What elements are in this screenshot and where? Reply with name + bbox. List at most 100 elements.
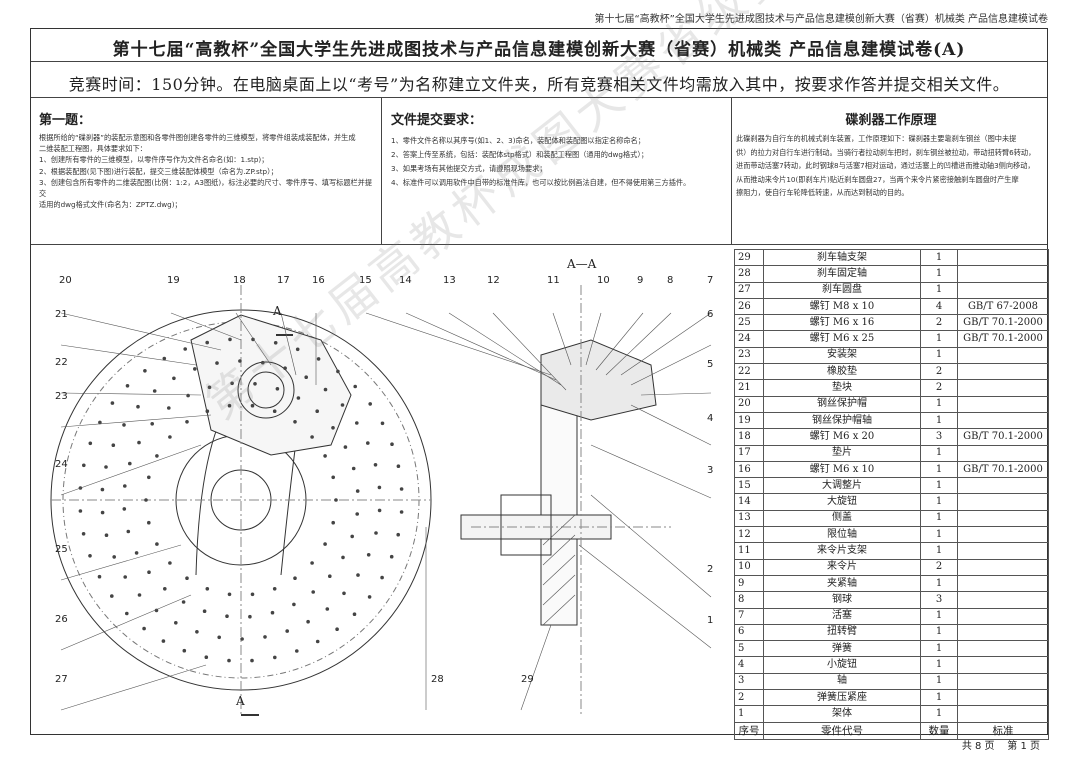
table-cell: 小旋钮 [763, 656, 921, 674]
table-cell: 20 [734, 395, 764, 413]
disc-hole [325, 607, 330, 611]
callout-14: 14 [399, 275, 412, 286]
disc-hole [238, 359, 242, 363]
task-line: 3、创建包含所有零件的二维装配图(比例：1:2，A3图纸)，标注必要的尺寸、零件… [39, 177, 373, 199]
disc-hole [396, 464, 401, 468]
task-line: 1、创建所有零件的三维模型，以零件序号作为文件名命名(如：1.stp)； [39, 155, 269, 165]
column-divider [381, 97, 382, 244]
disc-hole [128, 461, 132, 466]
disc-hole [380, 421, 385, 426]
table-cell: 刹车固定轴 [763, 265, 921, 283]
table-header-cell: 标准 [957, 721, 1049, 740]
disc-hole [304, 375, 309, 379]
table-cell: 螺钉 M6 x 10 [763, 460, 921, 479]
table-cell [957, 444, 1049, 462]
table-cell: 6 [734, 623, 764, 642]
table-cell: 12 [734, 526, 764, 544]
principle-line: 进而带动活塞7转动，此时钢球8与活塞7相对运动，通过活塞上的凹槽进而推动轴3侧向… [736, 161, 1035, 170]
disc-hole [343, 445, 348, 449]
disc-hole [104, 533, 109, 537]
submit-line: 4、标准件可以调用软件中自带的标准件库，也可以按比例画法自建，但不得使用第三方插… [391, 178, 691, 187]
callout-28: 28 [431, 674, 444, 685]
task-line: 根据所给的“碟刹器”的装配示意图和各零件图创建各零件的三维模型，将零件组装成装配… [39, 133, 356, 142]
disc-hole [396, 532, 401, 537]
callout-17: 17 [277, 275, 290, 286]
table-cell [957, 558, 1049, 576]
table-cell [957, 672, 1049, 691]
disc-hole [168, 435, 172, 439]
table-cell: 钢丝保护帽轴 [763, 411, 921, 430]
table-cell: 1 [920, 444, 958, 462]
table-cell [957, 248, 1049, 267]
disc-hole [283, 366, 287, 370]
task-line: 2、根据装配图(见下图)进行装配，提交三维装配体模型（命名为.ZP.stp）； [39, 166, 278, 176]
table-cell: 2 [920, 314, 958, 332]
table-cell: 1 [920, 542, 958, 560]
disc-hole [227, 658, 231, 663]
disc-hole [81, 532, 86, 536]
principle-line: 擦阻力，使自行车轮降低转速，从而达到制动的目的。 [736, 188, 909, 197]
disc-hole [147, 520, 151, 525]
disc-hole [123, 575, 127, 579]
submit-line: 2、答案上传至系统，包括：装配体stp格式）和装配工程图（通用的dwg格式）； [391, 150, 649, 159]
table-cell: 1 [920, 411, 958, 430]
disc-hole [227, 592, 232, 597]
disc-hole [155, 542, 159, 546]
disc-hole [263, 635, 267, 639]
page-footer: 共 8 页 第 1 页 [962, 737, 1040, 752]
table-cell: 垫块 [763, 379, 921, 397]
principle-line: 此碟刹器为自行车的机械式刹车装置，工作原理如下：碟刹器主要靠刹车钢丝（图中未提 [736, 134, 1017, 143]
disc-hole [104, 465, 108, 469]
divider [31, 244, 1047, 245]
disc-hole [111, 443, 116, 447]
section-principle: 碟刹器工作原理 此碟刹器为自行车的机械式刹车装置，工作原理如下：碟刹器主要靠刹车… [736, 109, 1046, 200]
disc-hole [168, 561, 172, 565]
drawing-sheet: 第十七届“高教杯”全国大学生先进成图技术与产品信息建模创新大赛（省赛）机械类 产… [30, 28, 1049, 740]
disc-hole [240, 637, 244, 641]
disc-hole [88, 441, 93, 446]
table-cell: 安装架 [763, 346, 921, 365]
disc-hole [351, 466, 356, 471]
table-cell: 1 [920, 493, 958, 511]
disc-hole [293, 420, 297, 424]
table-cell: 1 [920, 477, 958, 495]
disc-hole [230, 381, 234, 386]
cut-label-bottom: A [236, 694, 245, 708]
table-cell: 活塞 [763, 607, 921, 625]
table-cell: 1 [920, 265, 958, 283]
disc-hole [296, 396, 301, 400]
callout-18: 18 [233, 275, 246, 286]
disc-hole [331, 426, 335, 430]
callout-10: 10 [597, 275, 610, 286]
disc-hole [355, 512, 360, 516]
table-cell: 11 [734, 542, 764, 560]
table-cell: 21 [734, 379, 764, 397]
disc-hole [374, 531, 378, 535]
disc-hole [251, 337, 255, 342]
table-cell: 2 [920, 363, 958, 381]
table-cell: 弹簧 [763, 640, 921, 658]
table-cell [957, 411, 1049, 430]
table-cell: GB/T 70.1-2000 [957, 460, 1049, 479]
table-cell: 1 [920, 281, 958, 299]
table-cell: 27 [734, 281, 764, 299]
table-cell [957, 509, 1049, 528]
disc-hole [205, 340, 209, 345]
table-cell: 螺钉 M6 x 20 [763, 428, 921, 446]
disc-hole [150, 422, 154, 426]
table-cell: 1 [920, 623, 958, 642]
disc-hole [310, 561, 314, 565]
task-line: 适用的dwg格式文件(命名为：ZPTZ.dwg)； [39, 200, 182, 210]
callout-4: 4 [707, 413, 714, 424]
disc-hole [205, 409, 210, 413]
table-cell: 13 [734, 509, 764, 528]
